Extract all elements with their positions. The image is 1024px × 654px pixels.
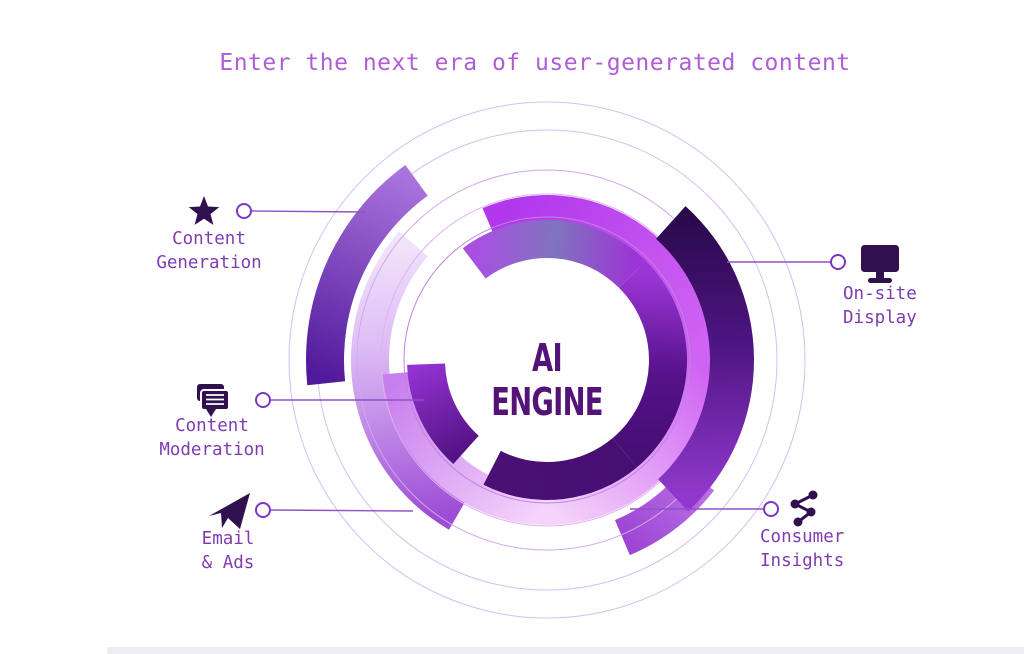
- connectors-group: [236, 203, 846, 518]
- chat-bubbles-icon: [197, 384, 230, 417]
- connector-dot-email-ads: [255, 502, 271, 518]
- paper-plane-icon: [209, 493, 250, 529]
- guide-circle-r258: [288, 101, 806, 619]
- monitor-icon: [861, 245, 899, 283]
- inner-arc-top-muted: [462, 220, 646, 288]
- connector-dot-onsite-display: [830, 254, 846, 270]
- arc-content-moderation: [407, 363, 479, 465]
- label-consumer-insights: Consumer Insights: [760, 527, 845, 571]
- inner-arc-right: [612, 261, 688, 468]
- guide-circle-r143: [403, 216, 691, 504]
- icons-group: [188, 196, 899, 529]
- star-icon: [188, 196, 220, 225]
- page-title: Enter the next era of user-generated con…: [219, 50, 851, 76]
- label-content-moderation: Content Moderation: [159, 416, 265, 460]
- label-onsite-display: On-site Display: [843, 284, 917, 328]
- connector-email-ads: [270, 509, 414, 512]
- label-content-generation: Content Generation: [156, 229, 262, 273]
- main-ring-top: [482, 195, 712, 360]
- page-fold-divider: [107, 647, 1024, 654]
- inner-arc-bottom: [483, 438, 637, 500]
- arc-content-generation: [306, 165, 428, 386]
- arc-onsite-display-dark: [656, 206, 754, 512]
- connector-dot-content-generation: [236, 203, 252, 219]
- ring-arcs-group: [288, 101, 806, 619]
- label-email-ads: Email & Ads: [201, 529, 255, 573]
- connector-dot-content-moderation: [255, 392, 271, 408]
- arc-email-ads-band: [351, 231, 468, 530]
- share-network-icon: [790, 490, 818, 527]
- ai-engine-title: AI ENGINE: [491, 336, 603, 424]
- connector-content-generation: [251, 210, 367, 213]
- connector-dot-consumer-insights: [763, 501, 779, 517]
